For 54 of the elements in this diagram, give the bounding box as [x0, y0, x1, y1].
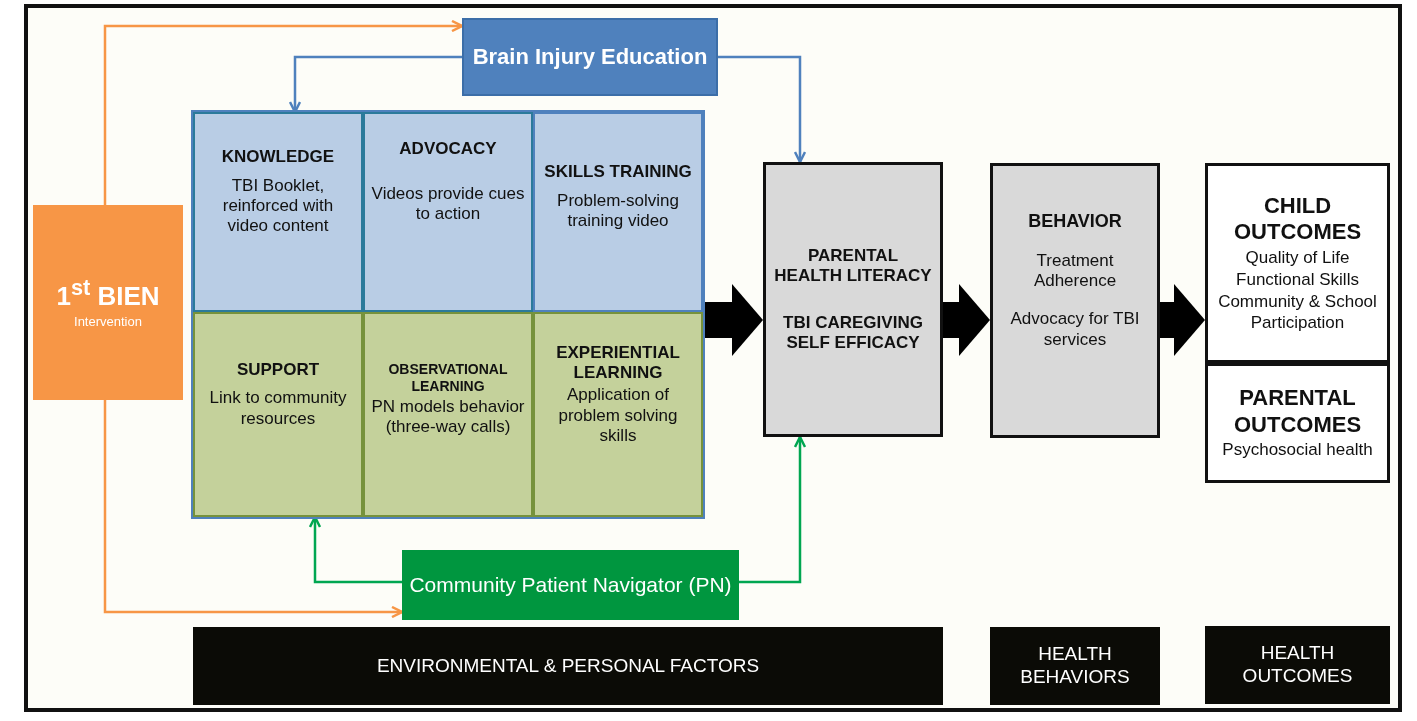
node-title: SKILLS TRAINING: [543, 162, 693, 183]
node-label: HEALTH OUTCOMES: [1241, 642, 1354, 688]
node-label: HEALTH BEHAVIORS: [1019, 643, 1131, 689]
node-label: Community Patient Navigator (PN): [408, 572, 733, 598]
node-text: Functional Skills: [1235, 270, 1360, 291]
factor-bar: [193, 627, 943, 705]
component-grid: [193, 112, 703, 517]
node-title: BEHAVIOR: [1027, 210, 1123, 233]
node-text: Quality of Life: [1244, 247, 1351, 268]
outcome-box: [990, 163, 1160, 438]
node-label: ENVIRONMENTAL & PERSONAL FACTORS: [375, 654, 761, 678]
node-text: TBI Booklet, reinforced with video content: [221, 175, 335, 237]
node-title: KNOWLEDGE: [220, 147, 336, 168]
node-title: OBSERVATIONAL LEARNING: [387, 361, 509, 395]
outcome-box: [1205, 163, 1390, 363]
node-title: ADVOCACY: [398, 139, 498, 160]
node-title: SUPPORT: [235, 359, 321, 381]
education-box: [462, 18, 718, 96]
node-title: CHILD OUTCOMES: [1232, 192, 1363, 246]
outcome-box: [1205, 363, 1390, 483]
arrow: [718, 55, 807, 164]
arrow: [103, 400, 404, 619]
component-cell: [193, 312, 363, 517]
factor-bar: [1205, 626, 1390, 704]
component-cell: [193, 112, 363, 312]
node-title: EXPERIENTIAL LEARNING: [555, 342, 681, 384]
node-title: PARENTAL HEALTH LITERACY: [773, 245, 933, 287]
node-text: Problem-solving training video: [556, 190, 680, 232]
component-cell: [533, 112, 703, 312]
component-cell: [363, 312, 533, 517]
block-arrow: [1160, 284, 1205, 356]
node-text: Application of problem solving skills: [557, 385, 679, 447]
component-cell: [533, 312, 703, 517]
node-text: Community & School Participation: [1217, 292, 1378, 334]
node-text: Psychosocial health: [1221, 440, 1374, 461]
block-arrow: [703, 284, 763, 356]
arrow: [739, 435, 807, 584]
component-cell: [363, 112, 533, 312]
node-text: PN models behavior (three-way calls): [370, 396, 526, 438]
factor-bar: [990, 627, 1160, 705]
node-label: Brain Injury Education: [471, 43, 709, 71]
node-text: TBI CAREGIVING SELF EFFICACY: [782, 312, 924, 354]
outcome-box: [763, 162, 943, 437]
intervention-box: [33, 205, 183, 400]
node-text: Advocacy for TBI services: [1009, 309, 1141, 351]
node-text: Videos provide cues to action: [370, 183, 526, 225]
node-text: Link to community resources: [208, 388, 348, 430]
block-arrow: [943, 284, 990, 356]
navigator-box: [402, 550, 739, 620]
node-text: Treatment Adherence: [1032, 250, 1118, 292]
node-title: 1$^{st}$ BIEN: [55, 275, 161, 313]
arrow: [103, 19, 464, 205]
node-text: Intervention: [73, 314, 143, 330]
node-title: PARENTAL OUTCOMES: [1232, 385, 1363, 439]
